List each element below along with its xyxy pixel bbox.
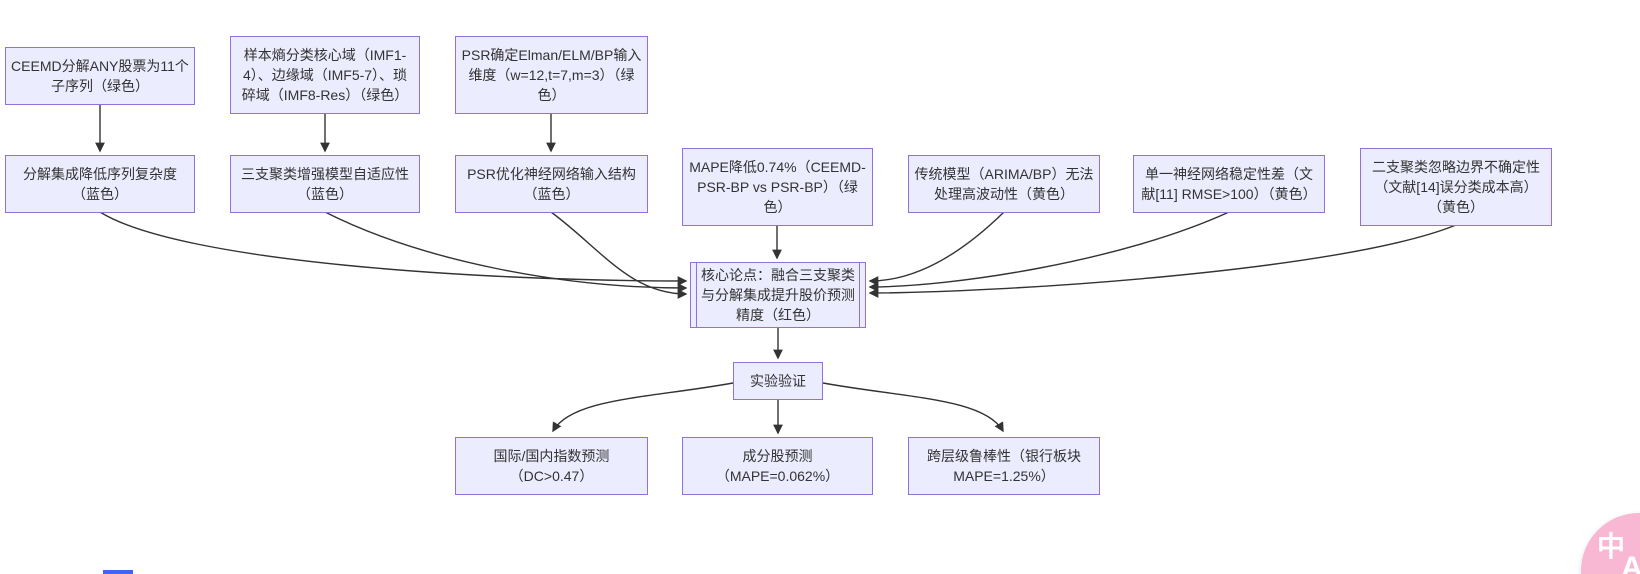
edge-j-k: [868, 224, 1457, 298]
node-single-nn-instability: 单一神经网络稳定性差（文献[11] RMSE>100）（黄色）: [1133, 155, 1325, 213]
node-label: 传统模型（ARIMA/BP）无法处理高波动性（黄色）: [914, 166, 1094, 202]
node-psr-input-dimension: PSR确定Elman/ELM/BP输入维度（w=12,t=7,m=3）（绿色）: [455, 36, 648, 114]
edge-l-m: [552, 382, 734, 433]
node-label: 样本熵分类核心域（IMF1-4）、边缘域（IMF5-7）、琐碎域（IMF8-Re…: [241, 47, 409, 103]
node-label: 分解集成降低序列复杂度（蓝色）: [23, 166, 177, 202]
node-mape-reduction: MAPE降低0.74%（CEEMD-PSR-BP vs PSR-BP）（绿色）: [682, 148, 873, 226]
node-index-prediction: 国际/国内指数预测（DC>0.47）: [455, 437, 648, 495]
node-label: 二支聚类忽略边界不确定性（文献[14]误分类成本高）（黄色）: [1372, 159, 1540, 215]
node-constituent-stock-prediction: 成分股预测（MAPE=0.062%）: [682, 437, 873, 495]
node-core-thesis: 核心论点：融合三支聚类与分解集成提升股价预测精度（红色）: [690, 262, 866, 328]
node-ceemd-decomposition: CEEMD分解ANY股票为11个子序列（绿色）: [5, 47, 195, 105]
node-label: MAPE降低0.74%（CEEMD-PSR-BP vs PSR-BP）（绿色）: [689, 159, 866, 215]
node-label: PSR优化神经网络输入结构（蓝色）: [467, 166, 636, 202]
node-experimental-validation: 实验验证: [733, 362, 823, 400]
node-traditional-model-limitation: 传统模型（ARIMA/BP）无法处理高波动性（黄色）: [908, 155, 1100, 213]
node-two-way-clustering-limitation: 二支聚类忽略边界不确定性（文献[14]误分类成本高）（黄色）: [1360, 148, 1552, 226]
translate-widget-button[interactable]: 中 A: [1581, 513, 1640, 574]
node-cross-level-robustness: 跨层级鲁棒性（银行板块 MAPE=1.25%）: [908, 437, 1100, 495]
node-label: 核心论点：融合三支聚类与分解集成提升股价预测精度（红色）: [701, 267, 855, 323]
bottom-blue-strip: [103, 570, 133, 574]
node-three-way-clustering-adaptivity: 三支聚类增强模型自适应性（蓝色）: [230, 155, 420, 213]
edge-d-k: [99, 211, 688, 286]
node-label: PSR确定Elman/ELM/BP输入维度（w=12,t=7,m=3）（绿色）: [461, 47, 642, 103]
node-decomposition-reduces-complexity: 分解集成降低序列复杂度（蓝色）: [5, 155, 195, 213]
translate-zh-glyph: 中: [1597, 531, 1626, 562]
node-label: 实验验证: [750, 373, 806, 389]
node-sample-entropy-domains: 样本熵分类核心域（IMF1-4）、边缘域（IMF5-7）、琐碎域（IMF8-Re…: [230, 36, 420, 114]
edge-e-k: [324, 211, 688, 293]
node-label: 单一神经网络稳定性差（文献[11] RMSE>100）（黄色）: [1141, 166, 1317, 202]
translate-en-glyph: A: [1621, 551, 1640, 574]
node-label: 跨层级鲁棒性（银行板块 MAPE=1.25%）: [927, 448, 1081, 484]
node-label: 国际/国内指数预测（DC>0.47）: [493, 448, 610, 484]
edge-h-k: [868, 211, 1005, 286]
edge-l-o: [822, 382, 1004, 433]
edge-i-k: [868, 211, 1230, 292]
edge-f-k: [550, 211, 688, 299]
node-label: CEEMD分解ANY股票为11个子序列（绿色）: [11, 58, 189, 94]
node-label: 成分股预测（MAPE=0.062%）: [715, 448, 840, 484]
node-psr-optimizes-input-structure: PSR优化神经网络输入结构（蓝色）: [455, 155, 648, 213]
node-label: 三支聚类增强模型自适应性（蓝色）: [241, 166, 409, 202]
